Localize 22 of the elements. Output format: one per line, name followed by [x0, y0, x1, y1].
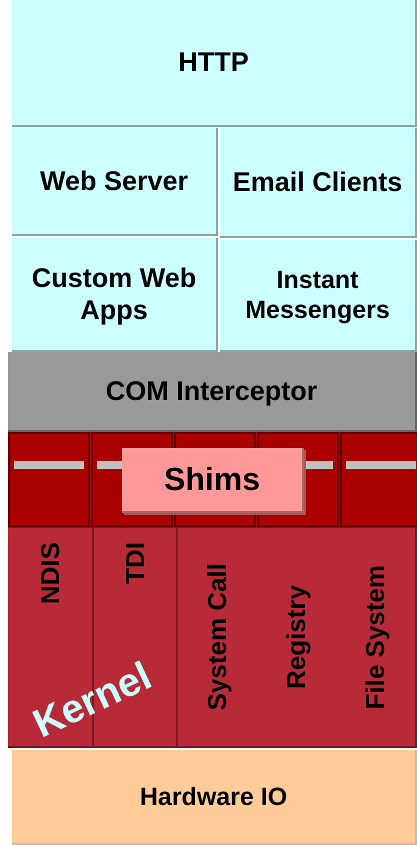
- layer-label: Email Clients: [232, 166, 402, 198]
- layer-label: Custom Web Apps: [30, 262, 198, 326]
- component-box: [220, 240, 417, 352]
- hardware-layer: [12, 750, 417, 845]
- shims-box: [122, 448, 304, 513]
- layer-label: Instant Messengers: [244, 265, 391, 325]
- driver-label: TDI: [120, 542, 150, 584]
- driver-label: Registry: [281, 584, 312, 690]
- driver-label: System Call: [202, 563, 233, 711]
- layer-label: Shims: [164, 460, 260, 499]
- component-box: [220, 128, 417, 238]
- layer-box: [12, 0, 417, 127]
- layer-label: COM Interceptor: [106, 374, 318, 408]
- interceptor-layer: [8, 352, 417, 432]
- layer-label: HTTP: [178, 46, 249, 79]
- layer-label: Hardware IO: [140, 782, 288, 812]
- component-box: [12, 128, 218, 236]
- component-box: [12, 238, 218, 352]
- kernel-region: [8, 528, 417, 748]
- driver-label: NDIS: [34, 542, 66, 604]
- layer-label: Web Server: [40, 164, 188, 198]
- driver-label: File System: [360, 564, 391, 710]
